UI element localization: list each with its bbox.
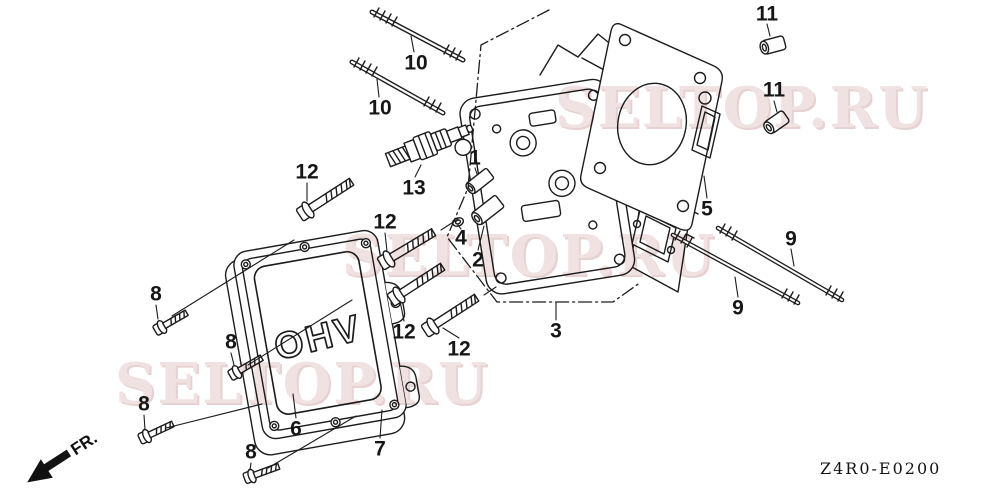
callout-9-upper: 9 — [785, 227, 797, 251]
stud-bolt-lower — [349, 57, 446, 116]
callout-12-d: 12 — [447, 337, 471, 361]
callout-8-d: 8 — [245, 440, 257, 464]
valve-cover-assembly: OHV — [224, 229, 421, 456]
fr-indicator: FR. — [27, 428, 101, 483]
callout-10-lower: 10 — [368, 96, 392, 120]
valve-cover — [233, 229, 421, 440]
fr-arrow-icon — [27, 449, 72, 483]
callout-11-lower: 11 — [762, 78, 786, 102]
callout-4: 4 — [455, 226, 467, 250]
head-gasket — [579, 22, 724, 231]
callout-1: 1 — [469, 146, 481, 170]
flange-bolt-12-4 — [419, 289, 483, 340]
watermark-text: SELTOP.RU — [555, 75, 930, 141]
callout-5: 5 — [701, 197, 713, 221]
leader-lines — [143, 23, 795, 471]
callout-8-a: 8 — [150, 282, 162, 306]
dowel-pin-upper — [757, 34, 788, 57]
diagram-code: Z4R0-E0200 — [820, 459, 942, 478]
callout-6: 6 — [290, 417, 302, 441]
fr-label: FR. — [67, 428, 100, 459]
callout-8-c: 8 — [138, 392, 150, 416]
pivot-collar-2 — [471, 194, 505, 226]
spark-plug — [384, 124, 474, 168]
stud-bolt-upper — [369, 7, 466, 63]
callout-12-a: 12 — [295, 160, 319, 184]
callout-12-b: 12 — [373, 210, 397, 234]
flange-bolt-8-3 — [136, 416, 177, 447]
callout-9-lower: 9 — [732, 296, 744, 320]
callout-2: 2 — [472, 248, 484, 272]
phantom-outline — [446, 9, 642, 303]
callout-8-b: 8 — [225, 330, 237, 354]
push-rod-upper — [715, 223, 845, 303]
watermark-text: SELTOP.RU — [342, 223, 717, 289]
callout-10-upper: 10 — [404, 51, 428, 75]
callout-13: 13 — [402, 176, 426, 200]
watermark-text: SELTOP.RU — [115, 351, 490, 417]
push-rod-lower — [670, 230, 801, 306]
callout-11-upper: 11 — [755, 2, 779, 26]
callout-7: 7 — [374, 437, 386, 461]
callout-12-c: 12 — [392, 320, 416, 344]
callout-3: 3 — [550, 319, 562, 343]
